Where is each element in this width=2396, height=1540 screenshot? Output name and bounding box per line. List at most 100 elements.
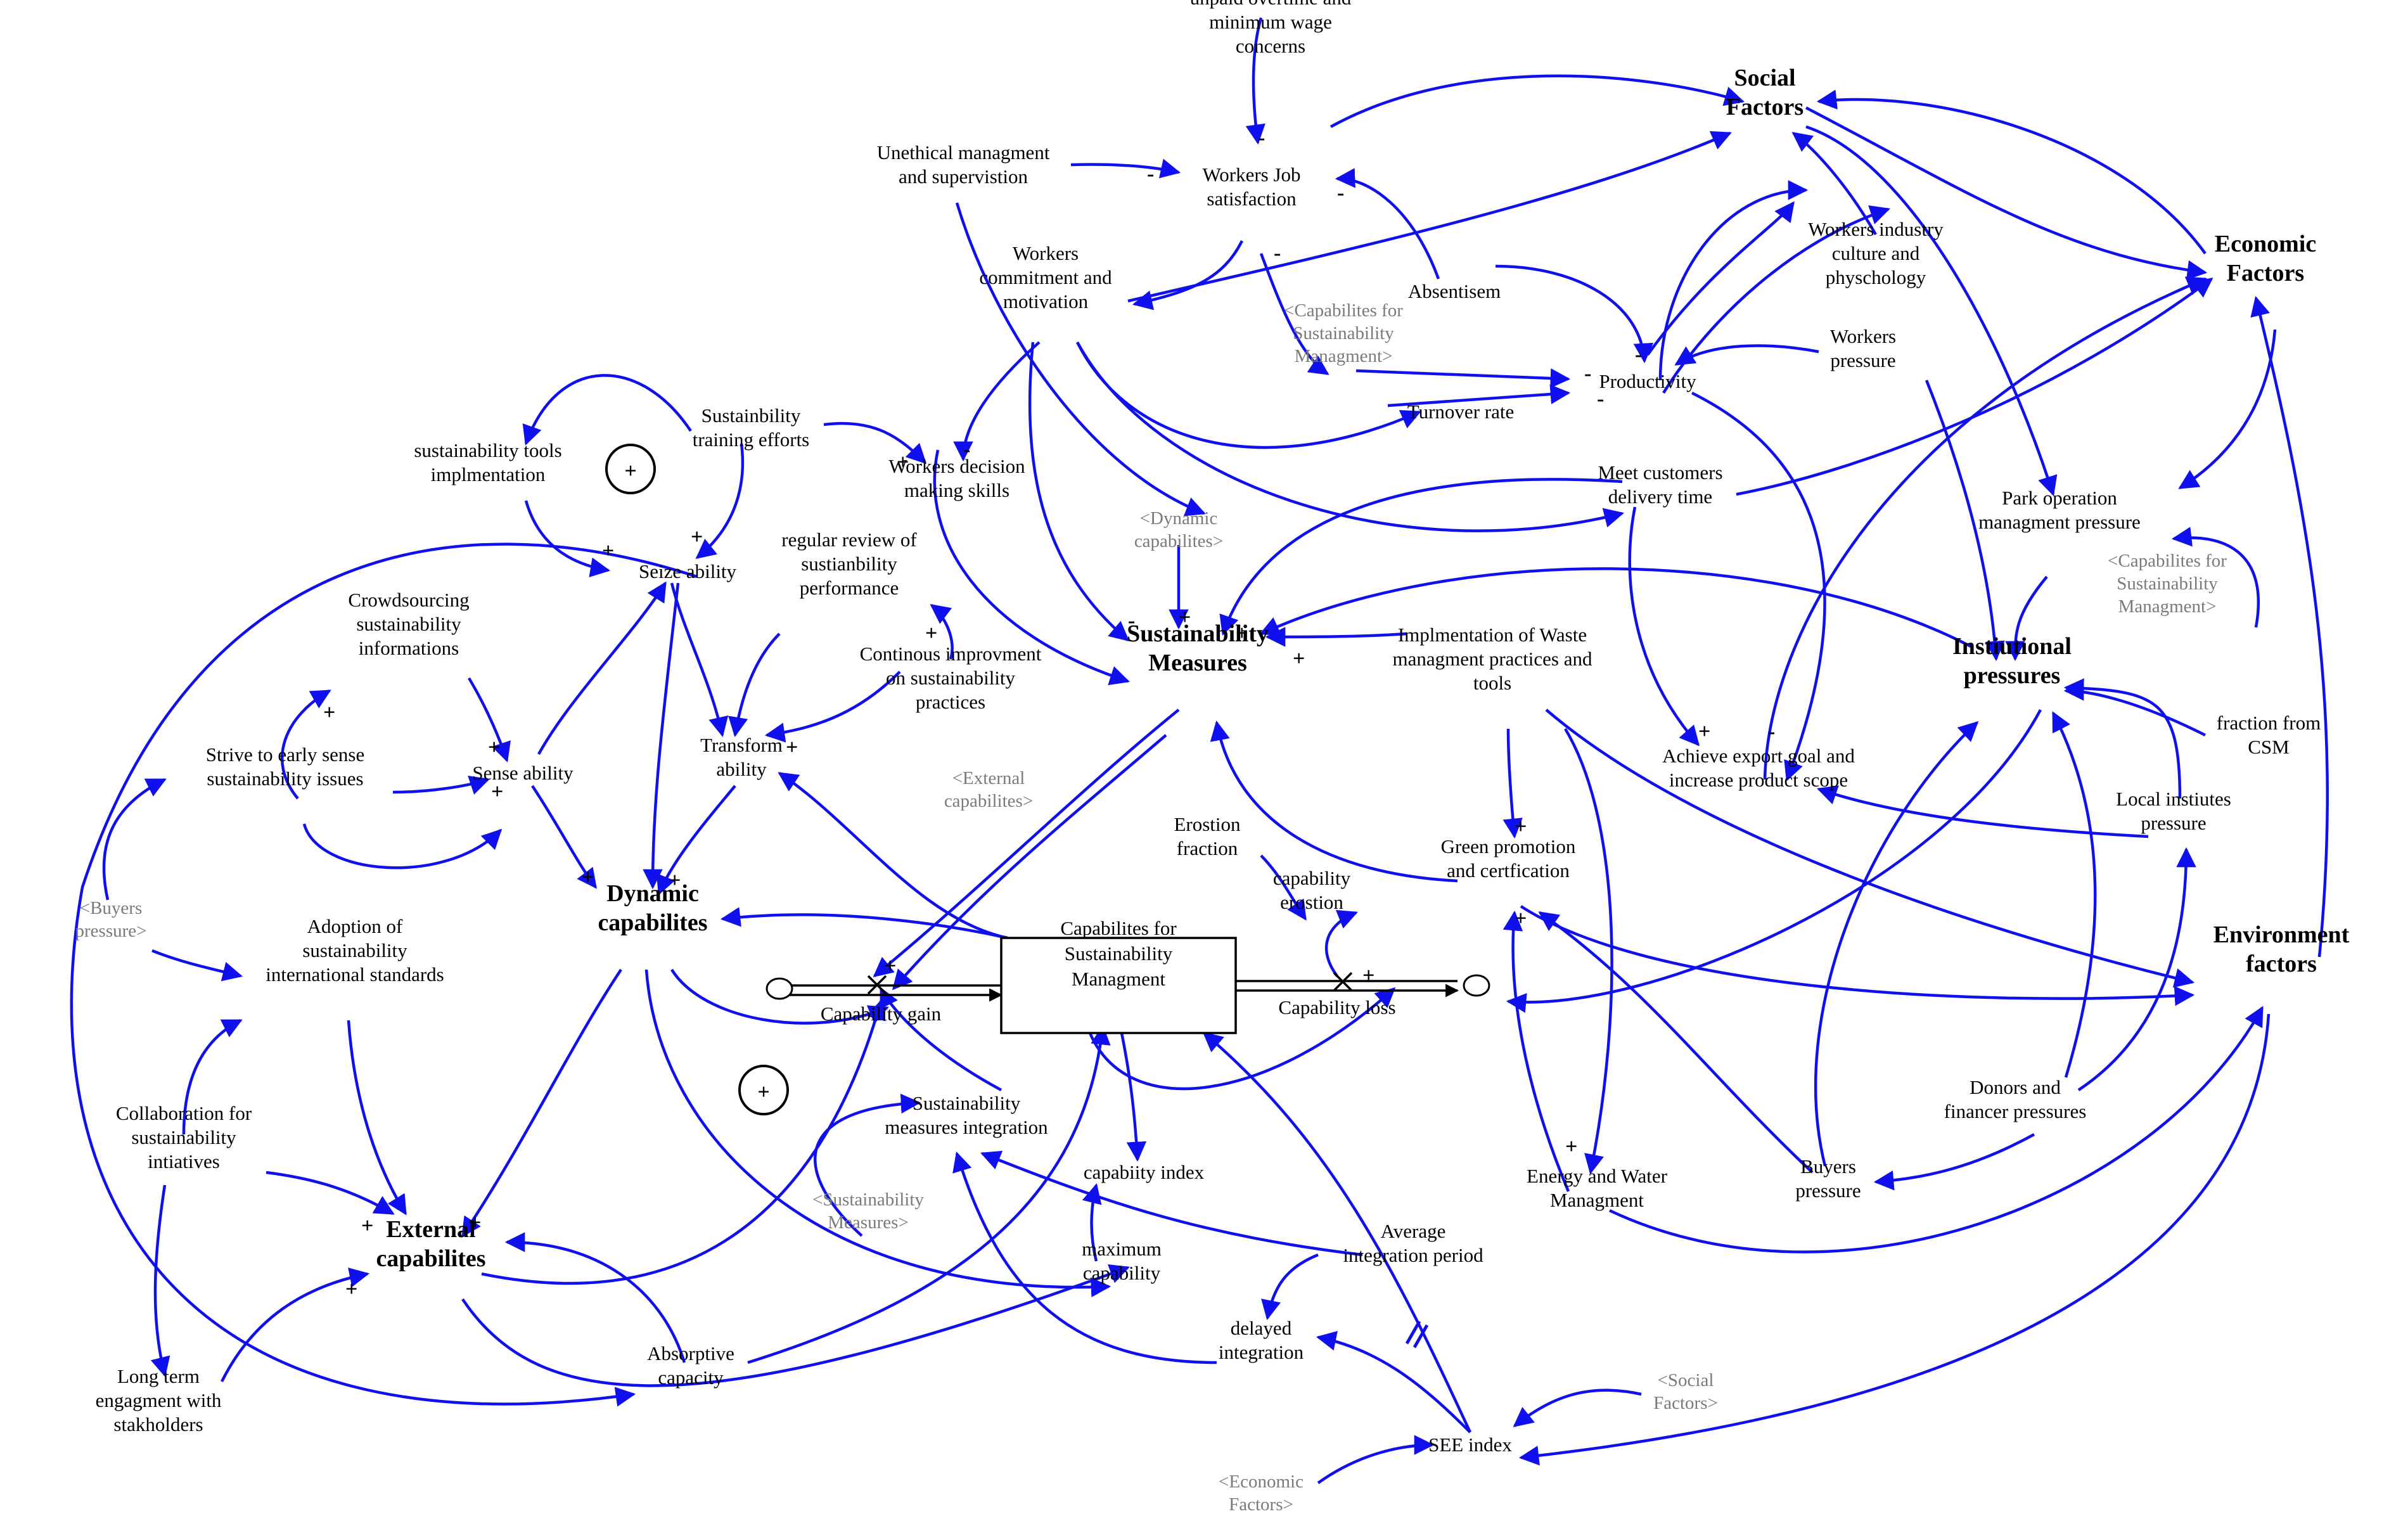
workers-job-satisfaction-line-1: Workers Job xyxy=(1202,164,1300,186)
link-commit-to-sm xyxy=(1028,342,1130,642)
link-unpaid-to-job xyxy=(1245,17,1265,145)
workers-job-satisfaction-line-2: satisfaction xyxy=(1207,188,1297,210)
loop-marker-1-sign: + xyxy=(624,459,636,483)
link-job-to-capsm xyxy=(1259,253,1329,375)
link-turnover-to-prod xyxy=(1387,384,1571,407)
shadow-capabilities-1-line-2: Sustainability xyxy=(1293,323,1394,343)
delay-mark xyxy=(1405,1320,1421,1345)
shadow-sustainability-measures-line-2: Measures> xyxy=(828,1212,908,1233)
svg-text:+: + xyxy=(884,954,896,978)
gain-valve xyxy=(867,975,887,995)
shadow-external-capabilities-line-1: <External xyxy=(952,768,1025,788)
adoption-standards-line-2: sustainability xyxy=(302,939,407,961)
workers-industry-culture-line-3: physchology xyxy=(1826,266,1926,288)
meet-customers-line-2: delivery time xyxy=(1608,485,1712,508)
link-cont-to-transform xyxy=(764,671,901,743)
link-econshadow-to-see xyxy=(1317,1435,1435,1484)
seize-ability: Seize ability xyxy=(639,560,737,582)
capability-loss: Capability loss xyxy=(1278,996,1395,1018)
link-collab-to-external xyxy=(266,1171,395,1215)
link-env-to-econ xyxy=(2250,295,2329,958)
shadow-capabilities-2-line-2: Sustainability xyxy=(2117,574,2218,594)
link-workerspress-to-prod xyxy=(1674,344,1819,366)
link-energy-to-green xyxy=(1502,910,1570,1192)
svg-text:+: + xyxy=(691,525,703,549)
maximum-capability-line-1: maximum xyxy=(1082,1238,1162,1260)
svg-text:+: + xyxy=(1236,622,1248,645)
link-workerspress-to-inst xyxy=(1925,380,2005,662)
link-green-to-env xyxy=(1520,905,2195,1006)
shadow-social-factors-line-1: <Social xyxy=(1658,1370,1714,1390)
svg-text:-: - xyxy=(1635,343,1642,366)
economic-factors-line-2: Factors xyxy=(2227,260,2304,286)
link-buyers-to-strive xyxy=(102,778,167,901)
source-cloud xyxy=(766,977,793,1000)
capability-erosion-line-1: capability xyxy=(1273,867,1351,889)
svg-text:+: + xyxy=(1179,606,1191,629)
stock-capabilities-line-2: Sustainability xyxy=(1065,942,1173,965)
energy-water-line-1: Energy and Water xyxy=(1527,1165,1668,1187)
economic-factors-line-1: Economic xyxy=(2215,231,2316,257)
loss-valve xyxy=(1333,972,1353,992)
link-donors-to-inst xyxy=(2051,711,2097,1078)
collaboration-line-2: sustainability xyxy=(131,1126,236,1148)
capability-index: capabiity index xyxy=(1084,1161,1205,1183)
svg-text:-: - xyxy=(1147,162,1154,186)
turnover-rate-line-1: Turnover rate xyxy=(1407,401,1514,423)
workers-commitment-line-2: commitment and xyxy=(979,266,1112,288)
shadow-capabilities-1-line-1: <Capabilites for xyxy=(1284,300,1403,321)
link-unethical-to-job xyxy=(1070,158,1181,179)
link-capsm-to-prod xyxy=(1355,368,1571,388)
link-absent-to-job xyxy=(1335,168,1440,279)
meet-customers-line-1: Meet customers xyxy=(1598,461,1722,484)
link-stock-to-loss xyxy=(1088,987,1396,1091)
absorptive-capacity-line-2: capacity xyxy=(658,1366,724,1389)
link-econ-to-social xyxy=(1816,89,2207,255)
link-unethical-to-meet xyxy=(955,202,1206,517)
link-external-shadow-sm xyxy=(873,709,1180,978)
shadow-capabilities-1-line-3: Managment> xyxy=(1295,346,1393,366)
link-culture-to-social xyxy=(1791,132,1877,236)
link-buyers-to-green xyxy=(1538,911,1814,1174)
link-waste-to-energy xyxy=(1564,728,1613,1175)
workers-commitment-line-1: Workers xyxy=(1013,242,1079,264)
workers-pressure-line-1: Workers xyxy=(1830,325,1896,347)
continuous-improvement-line-1: Continous improvment xyxy=(860,643,1042,665)
polarity-signs: --- --- --+ -++ +++ +++ +++ +++ ++- +++ … xyxy=(323,126,1775,1301)
productivity-line-1: Productivity xyxy=(1599,370,1696,392)
strive-early-line-1: Strive to early sense xyxy=(206,743,365,766)
link-seize-to-absorptive-big xyxy=(70,542,698,1407)
svg-text:+: + xyxy=(1515,907,1527,930)
link-sense-to-dynamic xyxy=(531,785,597,889)
waste-management-line-2: managment practices and xyxy=(1392,648,1592,670)
link-collab-to-adoption xyxy=(182,1018,243,1135)
workers-commitment-line-3: motivation xyxy=(1003,290,1089,312)
svg-text:+: + xyxy=(1362,964,1374,987)
shadow-economic-factors-line-2: Factors> xyxy=(1229,1494,1293,1515)
workers-decision-line-1: Workers decision xyxy=(888,455,1025,477)
shadow-buyers-pressure-line-2: pressure> xyxy=(75,921,147,941)
link-prod-to-culture xyxy=(1662,205,1890,394)
erosion-fraction-line-1: Erostion xyxy=(1174,813,1241,835)
stock-flow xyxy=(766,937,1490,1349)
local-institutes-line-2: pressure xyxy=(2141,812,2206,834)
svg-text:+: + xyxy=(491,780,503,804)
social-factors-line-2: Factors xyxy=(1726,94,1803,120)
link-meet-to-sm xyxy=(1219,478,1623,636)
workers-decision-line-2: making skills xyxy=(904,479,1009,501)
link-longterm-to-external xyxy=(220,1267,370,1383)
link-see-to-delayed xyxy=(1316,1331,1471,1434)
link-absorptive-to-external xyxy=(504,1232,686,1363)
